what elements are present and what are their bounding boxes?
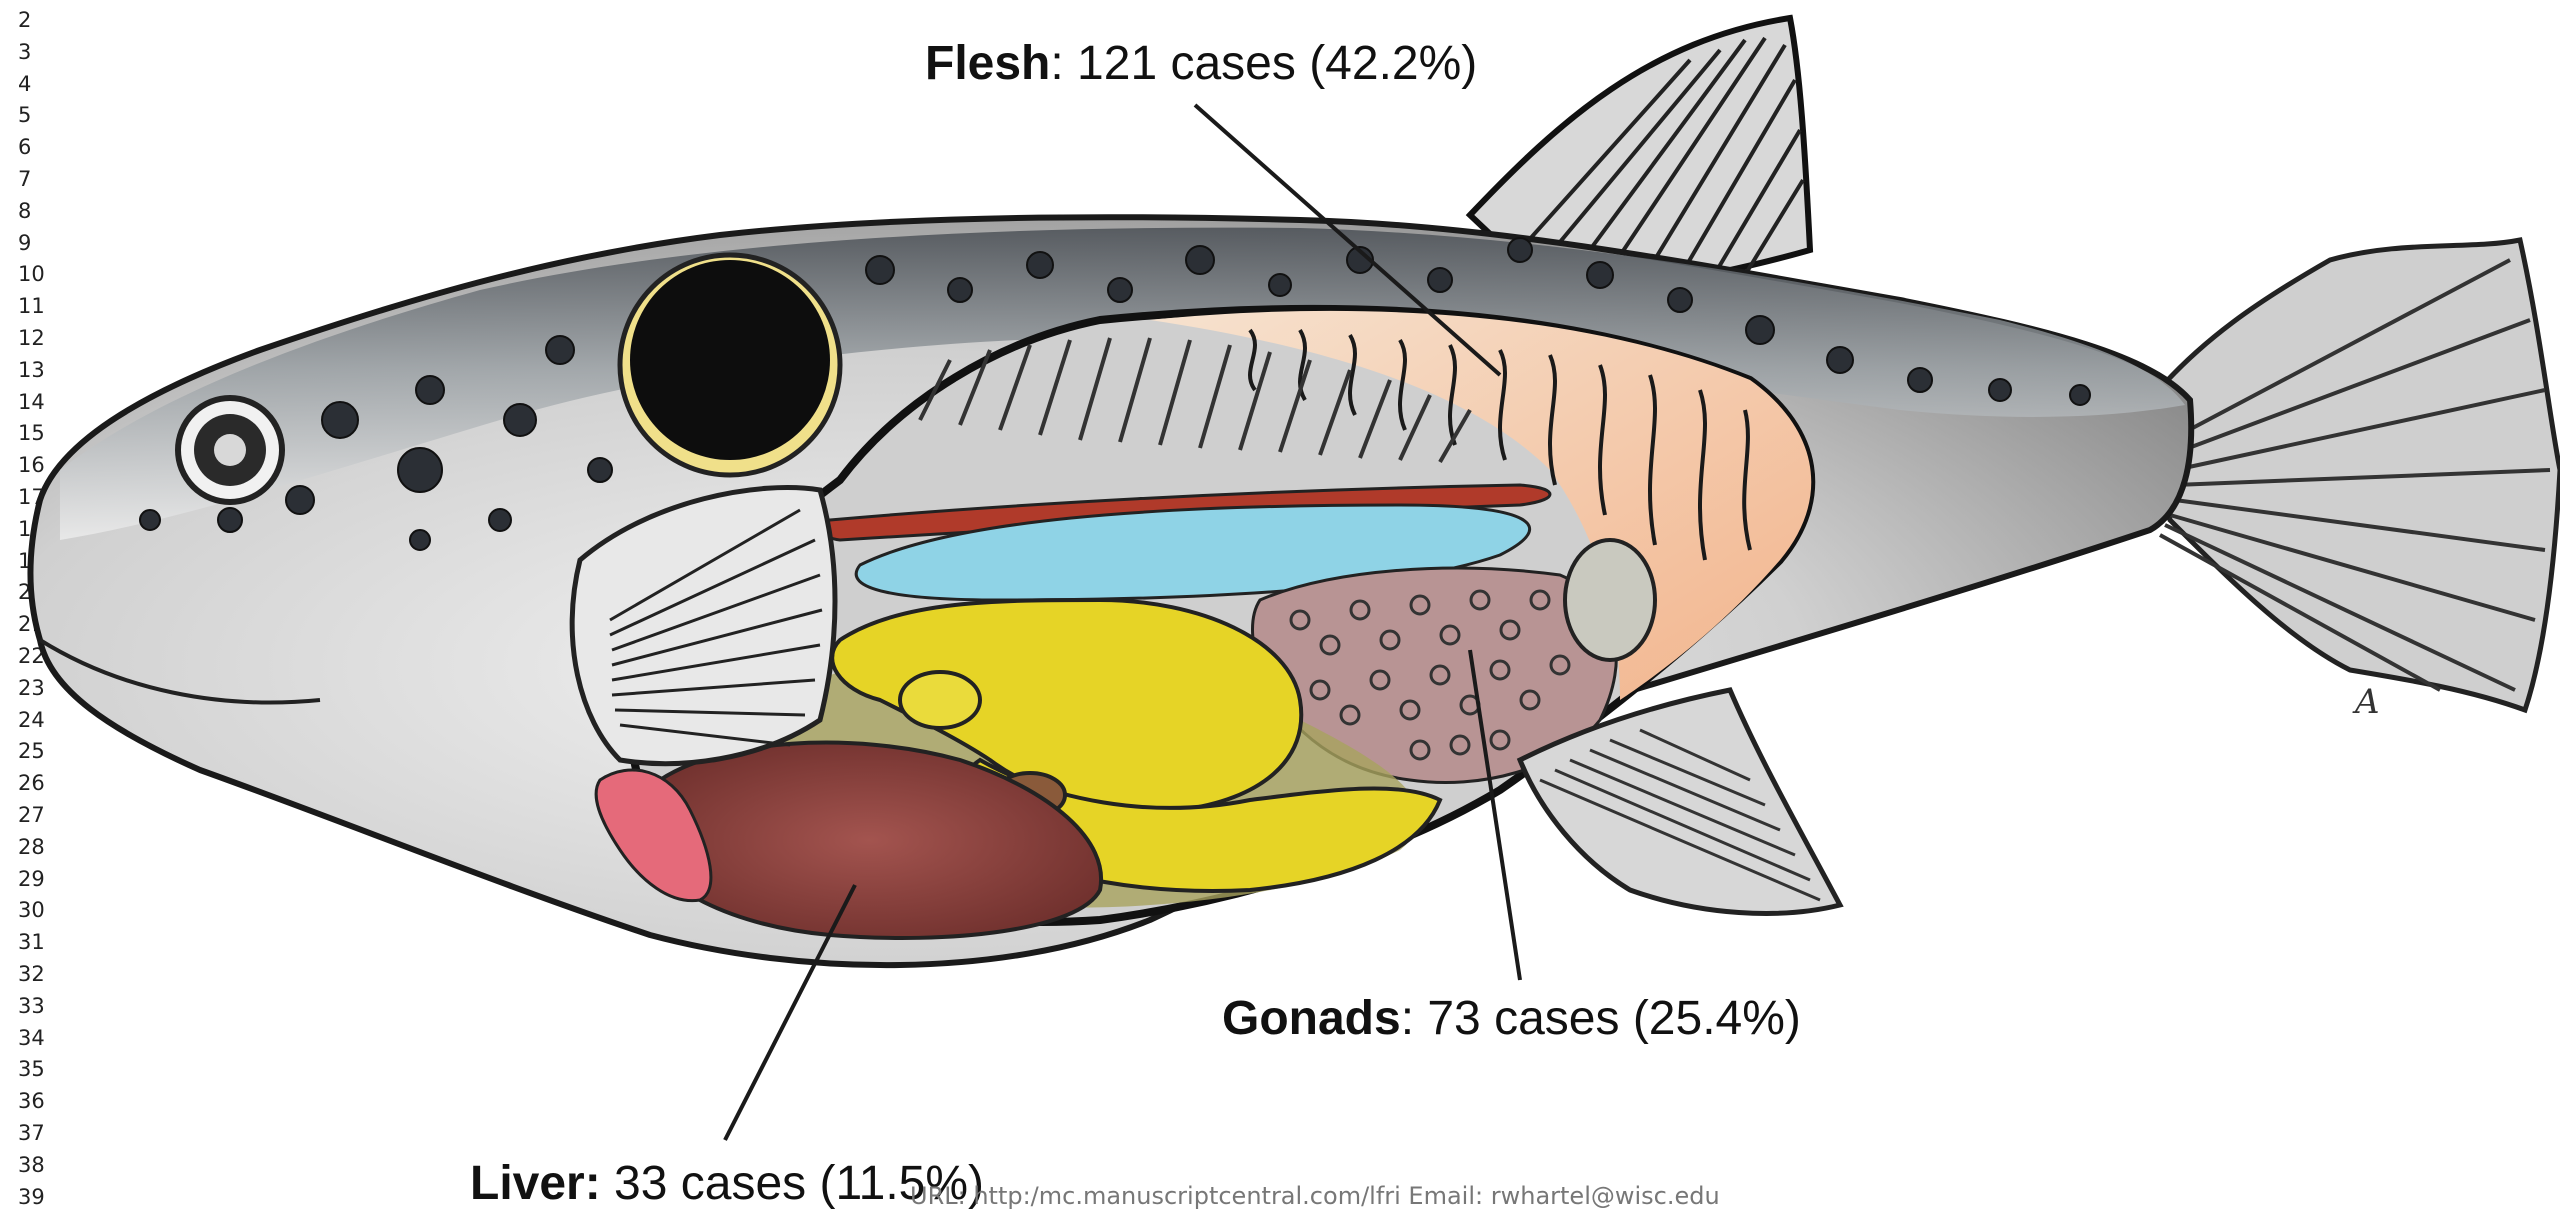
gonads-label: Gonads: 73 cases (25.4%)	[1222, 995, 1801, 1043]
gonads-organ-name: Gonads	[1222, 992, 1401, 1045]
gonads-case-count: : 73 cases (25.4%)	[1401, 992, 1801, 1045]
artist-signature: A	[2355, 682, 2380, 722]
liver-organ-name: Liver:	[470, 1157, 601, 1210]
liver-label: Liver: 33 cases (11.5%)	[470, 1160, 984, 1208]
grey-organ	[1565, 540, 1655, 660]
caudal-fin	[2150, 240, 2560, 710]
flesh-organ-name: Flesh	[925, 37, 1050, 90]
flesh-case-count: : 121 cases (42.2%)	[1050, 37, 1477, 90]
flesh-label: Flesh: 121 cases (42.2%)	[925, 40, 1477, 88]
footer-url-email: URL: http:/mc.manuscriptcentral.com/lfri…	[910, 1182, 1720, 1210]
